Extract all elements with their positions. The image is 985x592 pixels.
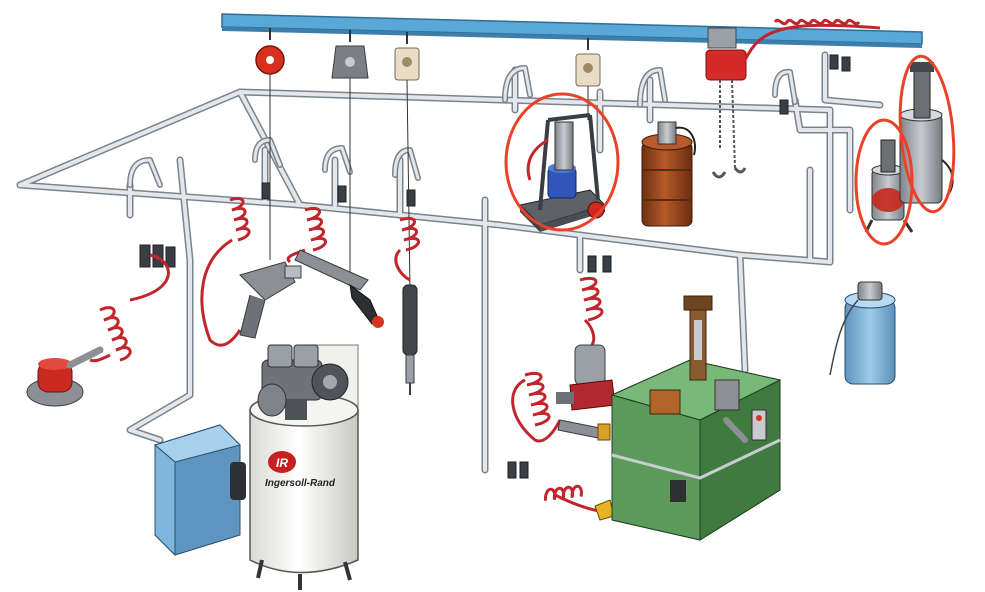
highlight-circle-pail-pump (854, 118, 914, 246)
air-compressor: IR Ingersoll-Rand (249, 344, 359, 590)
highlight-circle-drum-pump (898, 54, 956, 214)
lubricant-tank (829, 281, 896, 385)
oil-drum-pump (641, 121, 696, 227)
brand-logo-mark: IR (276, 456, 288, 470)
air-piping-network (16, 51, 884, 474)
brand-name: Ingersoll-Rand (265, 478, 336, 489)
pail-grease-pump (864, 139, 914, 233)
tool-balancer-gray (331, 30, 369, 280)
coiled-hoses (89, 196, 702, 514)
drum-grease-pump (899, 62, 954, 204)
tool-balancer-red (255, 28, 285, 260)
highlight-circles (504, 54, 956, 246)
pneumatic-drill (239, 261, 302, 339)
air-chain-hoist (705, 27, 747, 179)
air-lubricator-cart (518, 113, 606, 232)
tool-balancer-tan (394, 32, 420, 291)
impact-wrench (556, 344, 616, 411)
hoist-hose-coil (743, 18, 881, 61)
green-workbench (610, 359, 782, 541)
inline-screwdriver (402, 284, 418, 395)
air-dryer-cabinet (153, 424, 246, 557)
blow-gun (594, 499, 615, 521)
overhead-beam (221, 13, 923, 48)
bench-press-fixture (649, 295, 748, 443)
air-ratchet (557, 419, 611, 441)
frl-units (139, 54, 851, 479)
orbital-sander (26, 346, 104, 407)
highlight-circle-lubricator-cart (504, 92, 620, 232)
tool-balancer-tan-2 (575, 38, 601, 120)
angle-screwdriver (294, 249, 384, 328)
